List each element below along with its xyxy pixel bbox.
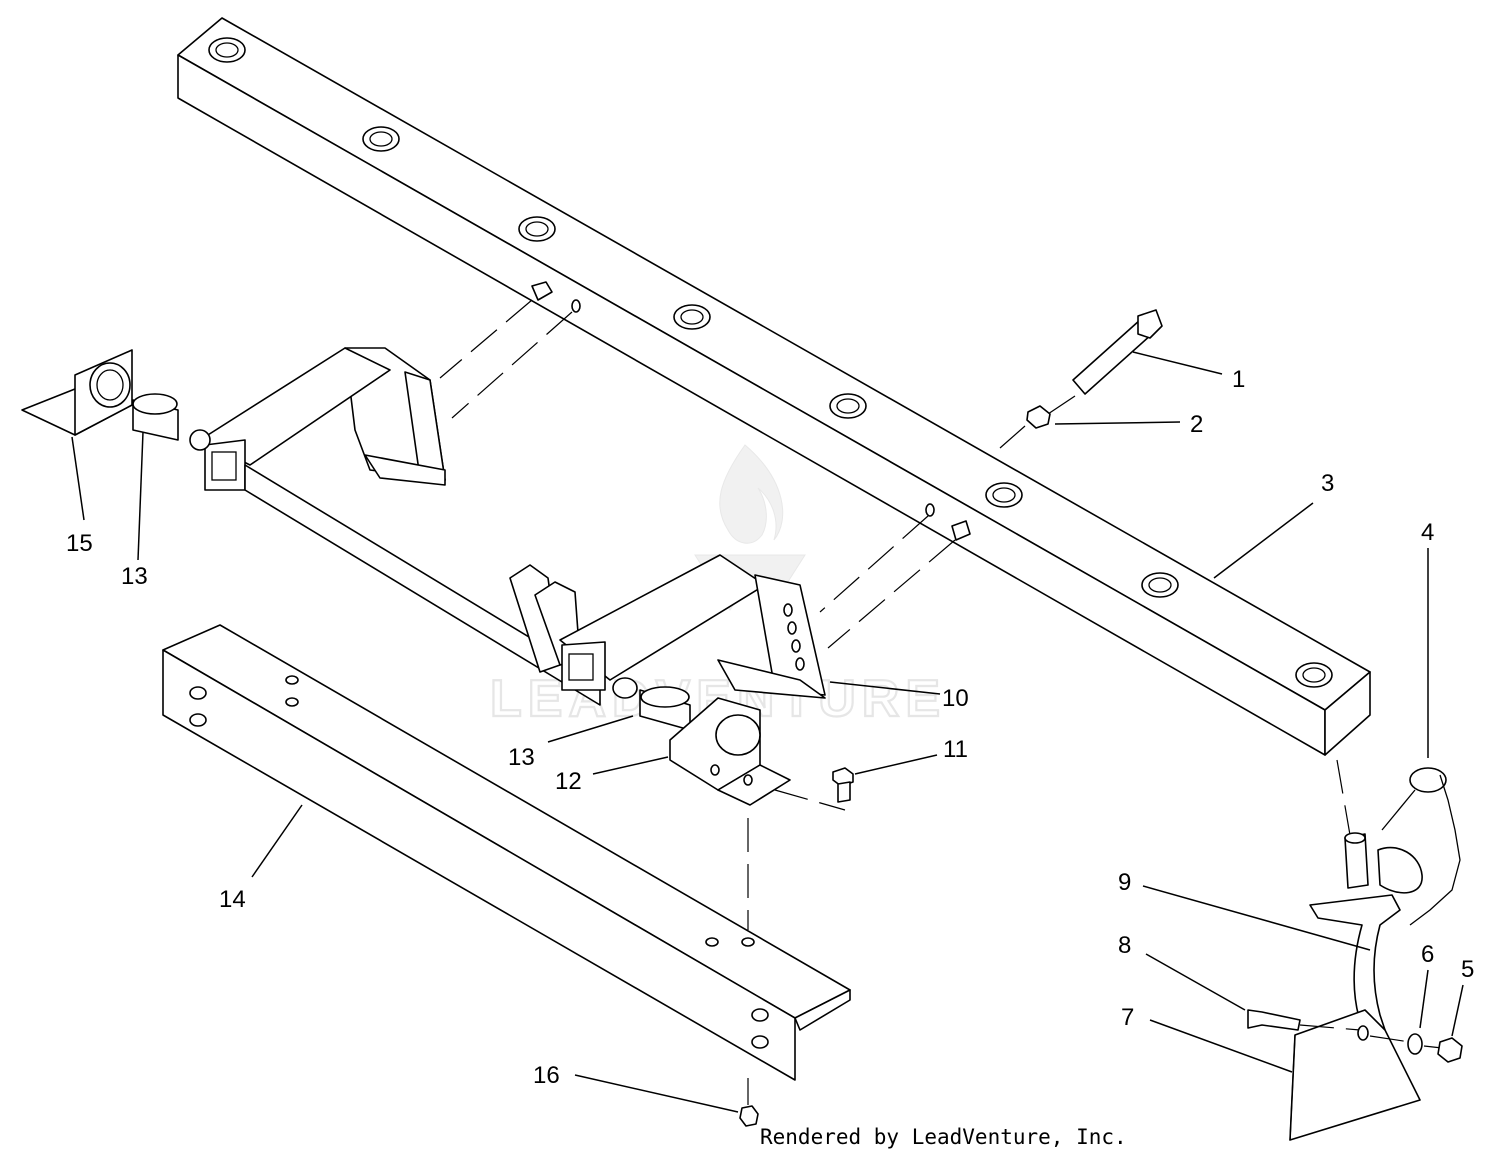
nut	[999, 405, 1051, 449]
bearing-bracket-left	[21, 349, 133, 436]
callouts: 1 2 3 4 5 6 7 8 9 10 11 12 13 13 14 15 1…	[66, 366, 1474, 1089]
screw	[832, 767, 854, 803]
callout-2: 2	[1190, 411, 1203, 438]
callout-11: 11	[943, 736, 968, 763]
callout-4: 4	[1421, 519, 1434, 546]
callout-1: 1	[1232, 366, 1245, 393]
callout-10: 10	[942, 685, 969, 712]
callout-8: 8	[1118, 932, 1131, 959]
shank-assembly	[1247, 759, 1463, 1141]
render-credit: Rendered by LeadVenture, Inc.	[760, 1125, 1127, 1149]
toolbar-bar	[177, 17, 1371, 756]
callout-3: 3	[1321, 470, 1334, 497]
callout-6: 6	[1421, 941, 1434, 968]
callout-12: 12	[555, 768, 582, 795]
left-mount-bracket	[199, 347, 601, 706]
callout-13-center: 13	[508, 744, 535, 771]
leader-lines	[71, 351, 1464, 1113]
bar-holes	[208, 37, 1333, 688]
callout-5: 5	[1461, 956, 1474, 983]
callout-7: 7	[1121, 1004, 1134, 1031]
callout-16: 16	[533, 1062, 560, 1089]
callout-15: 15	[66, 530, 93, 557]
bearing-bracket-center	[669, 697, 846, 930]
bushing-left	[132, 393, 211, 451]
callout-13-left: 13	[121, 563, 148, 590]
callout-9: 9	[1118, 869, 1131, 896]
watermark-flame-icon	[719, 444, 784, 544]
center-mount-bracket	[509, 515, 971, 699]
bolt	[1047, 309, 1163, 415]
angle-bar	[162, 624, 851, 1081]
callout-14: 14	[219, 886, 246, 913]
left-dowels	[439, 281, 573, 419]
bottom-nut	[739, 1078, 759, 1127]
